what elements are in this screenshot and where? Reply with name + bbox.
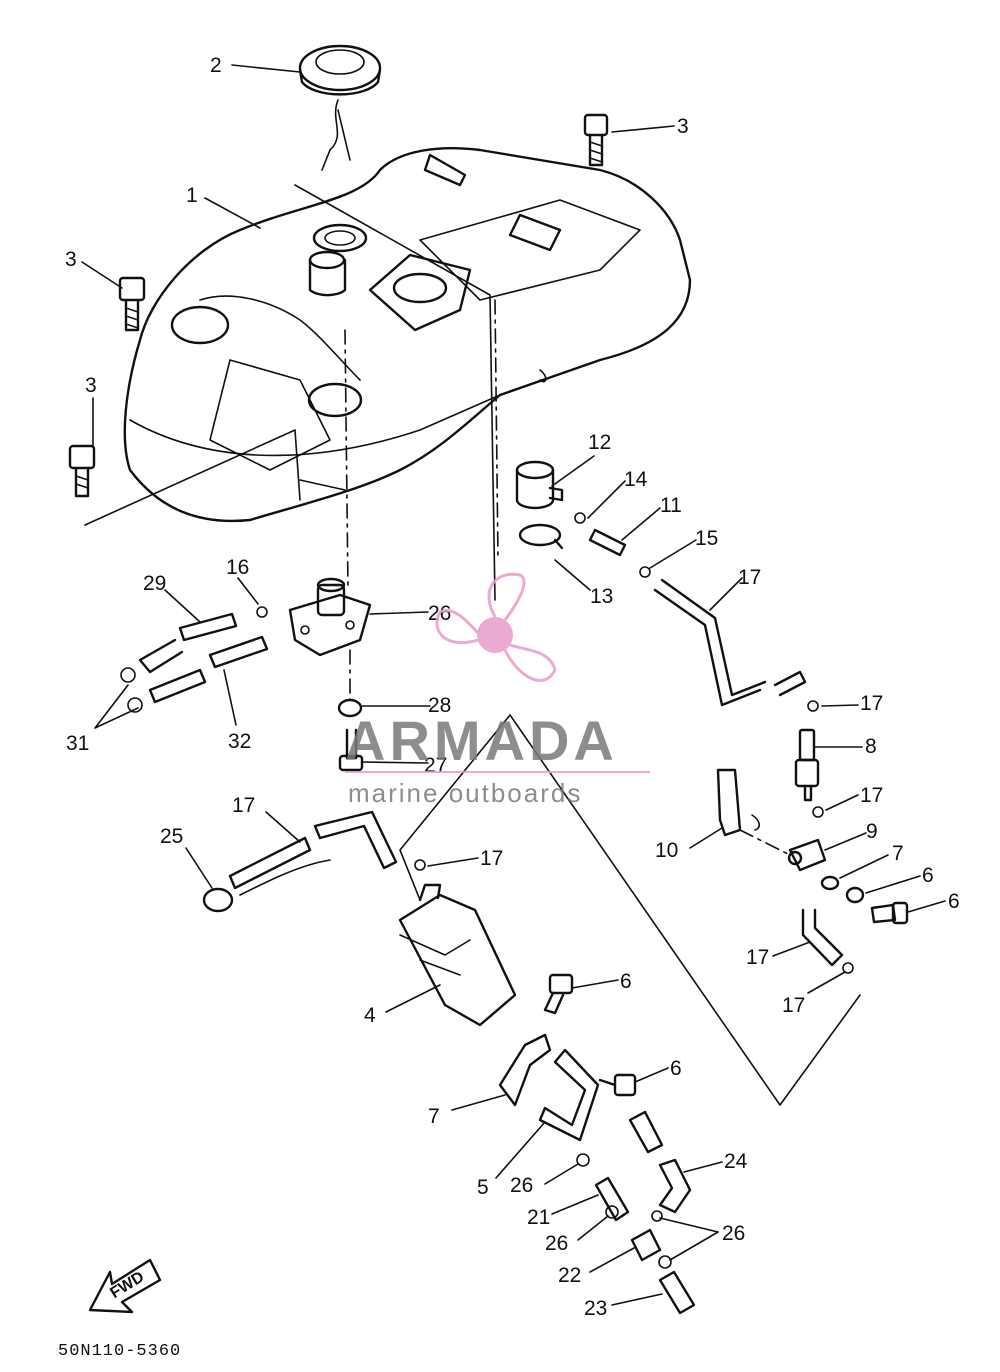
callout-17: 17 bbox=[860, 692, 883, 715]
callout-25: 25 bbox=[160, 825, 183, 848]
callout-2: 2 bbox=[210, 54, 222, 77]
fuel-pump-joint-8 bbox=[794, 728, 820, 802]
callout-30: 29 bbox=[143, 572, 166, 595]
clips-26 bbox=[576, 1153, 672, 1269]
filter-band bbox=[518, 523, 564, 550]
callout-1: 1 bbox=[186, 184, 198, 207]
hose-23 bbox=[658, 1270, 696, 1315]
callout-17: 17 bbox=[782, 994, 805, 1017]
callout-8: 8 bbox=[865, 735, 877, 758]
callout-16: 11 bbox=[660, 494, 682, 517]
callout-22: 22 bbox=[558, 1264, 581, 1287]
callout-15: 13 bbox=[590, 585, 613, 608]
callout-26: 26 bbox=[722, 1222, 745, 1245]
bracket-7 bbox=[498, 1033, 552, 1107]
callout-10: 6 bbox=[948, 890, 960, 913]
callout-32: 32 bbox=[228, 730, 251, 753]
fuel-separator-4 bbox=[398, 883, 517, 1027]
fuel-cock bbox=[288, 577, 372, 657]
callout-17: 17 bbox=[480, 847, 503, 870]
callout-21: 21 bbox=[527, 1206, 550, 1229]
drawing-code: 50N110-5360 bbox=[58, 1342, 181, 1361]
callout-9: 9 bbox=[866, 820, 878, 843]
drain-screw bbox=[338, 728, 364, 772]
callout-13: 10 bbox=[655, 839, 678, 862]
callout-3: 3 bbox=[65, 248, 77, 271]
callout-3: 3 bbox=[677, 115, 689, 138]
joint-22 bbox=[630, 1228, 662, 1262]
hose-20 bbox=[228, 810, 398, 896]
callout-17: 17 bbox=[860, 784, 883, 807]
callout-23: 23 bbox=[584, 1297, 607, 1320]
hose-21 bbox=[594, 1176, 630, 1222]
watermark-tagline: marine outboards bbox=[348, 778, 582, 808]
washers-10-11-12 bbox=[820, 875, 909, 925]
callout-12: 7 bbox=[892, 842, 904, 865]
valve-9 bbox=[787, 838, 827, 872]
clamp-25 bbox=[202, 887, 234, 913]
watermark: ARMADA marine outboards bbox=[345, 572, 650, 808]
callout-20: 17 bbox=[232, 794, 255, 817]
callout-11: 6 bbox=[922, 864, 934, 887]
watermark-brand: ARMADA bbox=[345, 709, 618, 772]
callout-7: 7 bbox=[428, 1105, 440, 1128]
bolt-left-upper bbox=[118, 276, 146, 332]
clips-17 bbox=[256, 512, 854, 974]
callout-17: 15 bbox=[695, 527, 718, 550]
joint-16 bbox=[588, 528, 627, 557]
hose-30 bbox=[138, 612, 238, 674]
propeller-logo bbox=[435, 572, 557, 682]
callout-labels: 2 1 3 3 3 12 14 11 15 17 13 29 16 26 28 … bbox=[65, 54, 960, 1320]
callout-5: 5 bbox=[477, 1176, 489, 1199]
fuel-tank bbox=[123, 147, 692, 523]
bracket-5 bbox=[538, 1048, 600, 1142]
callout-29: 28 bbox=[428, 694, 451, 717]
fwd-arrow: FWD bbox=[88, 1258, 162, 1314]
callout-26: 26 bbox=[510, 1174, 533, 1197]
callout-31: 31 bbox=[66, 732, 89, 755]
bracket-13 bbox=[716, 768, 761, 837]
bolt-6a bbox=[543, 973, 574, 1015]
assembly-lines bbox=[84, 184, 861, 1106]
hose-19 bbox=[801, 908, 844, 967]
hose-24 bbox=[628, 1110, 692, 1214]
leader-lines bbox=[81, 64, 946, 1306]
clips-31 bbox=[120, 667, 143, 713]
callout-24: 24 bbox=[724, 1150, 748, 1173]
fuel-filter-cap bbox=[515, 460, 564, 510]
callout-17: 16 bbox=[226, 556, 249, 579]
hose-18 bbox=[653, 578, 807, 707]
callout-4: 4 bbox=[364, 1004, 376, 1027]
bolt-6b bbox=[598, 1073, 637, 1097]
callout-26: 26 bbox=[545, 1232, 568, 1255]
hose-32 bbox=[148, 635, 269, 704]
callout-6: 6 bbox=[670, 1057, 682, 1080]
callout-6: 6 bbox=[620, 970, 632, 993]
bolt-right bbox=[583, 113, 609, 167]
callout-14: 12 bbox=[588, 431, 611, 454]
callout-17: 14 bbox=[624, 468, 648, 491]
callout-3: 3 bbox=[85, 374, 97, 397]
bolt-left-lower bbox=[68, 444, 96, 498]
callout-19: 17 bbox=[746, 946, 769, 969]
callout-18: 17 bbox=[738, 566, 761, 589]
filler-cap bbox=[298, 44, 382, 171]
